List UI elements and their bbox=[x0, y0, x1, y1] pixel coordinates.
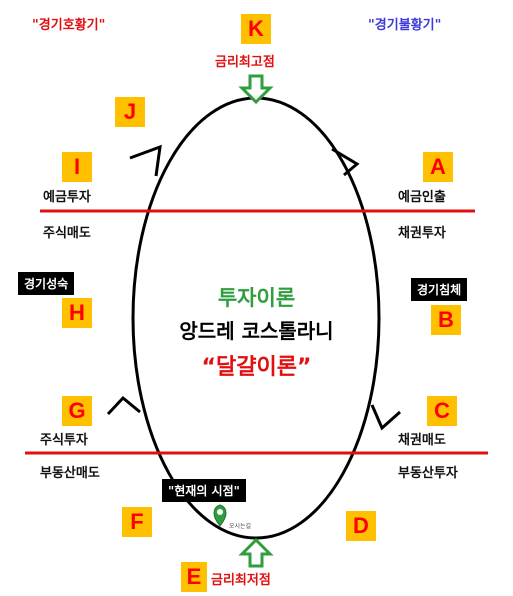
arrow-lower-left-icon bbox=[106, 395, 141, 416]
point-j-letter: J bbox=[115, 97, 145, 127]
stock-sell-label: 주식매도 bbox=[43, 226, 91, 241]
boom-period-title: "경기호황기" bbox=[32, 18, 106, 33]
arrow-upper-left-icon bbox=[129, 144, 162, 177]
green-up-arrow-icon bbox=[238, 537, 274, 568]
interest-peak-label: 금리최고점 bbox=[215, 55, 275, 70]
arrow-lower-right-icon bbox=[370, 404, 401, 431]
interest-bottom-label: 금리최저점 bbox=[211, 573, 271, 588]
economic-stagnation-badge: 경기침체 bbox=[411, 278, 468, 301]
point-h-letter: H bbox=[62, 298, 92, 328]
real-estate-sell-label: 부동산매도 bbox=[40, 466, 100, 481]
point-c-letter: C bbox=[427, 396, 457, 426]
deposit-withdraw-label: 예금인출 bbox=[398, 190, 446, 205]
point-i-letter: I bbox=[62, 152, 92, 182]
green-down-arrow-icon bbox=[238, 74, 274, 105]
point-e-letter: E bbox=[181, 562, 207, 592]
theory-title: 투자이론 bbox=[217, 286, 296, 310]
point-d-letter: D bbox=[346, 511, 376, 541]
bond-invest-label: 채권투자 bbox=[398, 226, 446, 241]
bond-sell-label: 채권매도 bbox=[398, 433, 446, 448]
recession-period-title: "경기불황기" bbox=[368, 18, 442, 33]
egg-theory-title: “달걀이론” bbox=[201, 355, 312, 380]
point-g-letter: G bbox=[62, 396, 92, 426]
point-a-letter: A bbox=[423, 152, 453, 182]
stock-invest-label: 주식투자 bbox=[40, 433, 88, 448]
point-f-letter: F bbox=[122, 507, 152, 537]
map-pin-icon bbox=[213, 504, 227, 527]
current-point-badge: "현재의 시점" bbox=[162, 479, 246, 502]
map-pin-label: 오시는길 bbox=[229, 523, 252, 530]
deposit-invest-label: 예금투자 bbox=[43, 190, 91, 205]
author-name: 앙드레 코스톨라니 bbox=[179, 319, 334, 343]
economic-maturity-badge: 경기성숙 bbox=[18, 272, 75, 295]
real-estate-invest-label: 부동산투자 bbox=[398, 466, 458, 481]
point-b-letter: B bbox=[431, 305, 461, 335]
point-k-letter: K bbox=[241, 14, 271, 44]
arrow-upper-right-icon bbox=[331, 147, 360, 177]
